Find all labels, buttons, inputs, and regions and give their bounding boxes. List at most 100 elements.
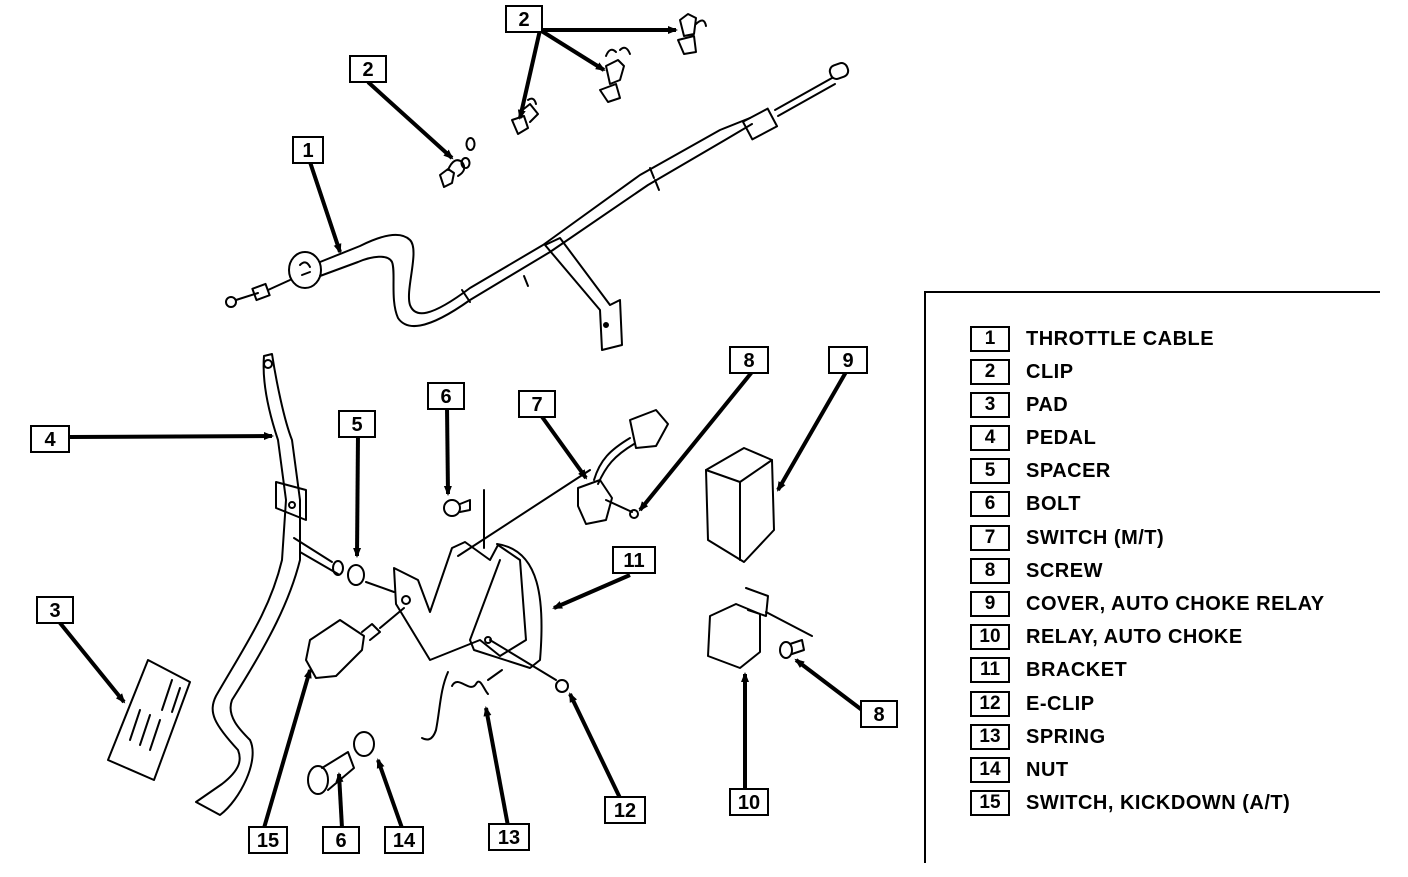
legend-label: RELAY, AUTO CHOKE [1026, 625, 1243, 648]
legend-item: 14 NUT [970, 756, 1069, 784]
legend-num: 10 [970, 624, 1010, 650]
leader-arrows [54, 26, 864, 829]
legend-item: 11 BRACKET [970, 656, 1127, 684]
arrow-14 [376, 758, 404, 829]
legend-label: THROTTLE CABLE [1026, 327, 1215, 350]
arrow-4 [69, 432, 274, 441]
arrow-6b [335, 772, 344, 829]
arrow-3 [54, 616, 126, 704]
legend-num: 13 [970, 724, 1010, 750]
arrow-2b-1 [517, 29, 542, 120]
arrow-6a [443, 406, 452, 496]
arrow-15 [262, 668, 312, 829]
pad-part [107, 659, 191, 781]
arrow-7 [538, 412, 588, 480]
arrow-2a [366, 80, 454, 160]
legend-label: SCREW [1026, 559, 1103, 582]
callout-2b: 2 [505, 5, 543, 33]
legend-item: 8 SCREW [970, 557, 1103, 585]
legend-num: 6 [970, 491, 1010, 517]
arrow-8a [638, 370, 754, 512]
legend-num: 5 [970, 458, 1010, 484]
legend-num: 12 [970, 691, 1010, 717]
legend-label: NUT [1026, 758, 1069, 781]
callout-1: 1 [292, 136, 324, 164]
legend-item: 4 PEDAL [970, 424, 1096, 452]
legend-item: 13 SPRING [970, 723, 1106, 751]
arrow-12 [568, 692, 622, 799]
legend-label: SWITCH (M/T) [1026, 526, 1165, 549]
legend-label: SWITCH, KICKDOWN (A/T) [1026, 791, 1291, 814]
spring-part [421, 669, 503, 741]
arrow-13 [483, 706, 510, 827]
legend-label: SPRING [1026, 725, 1106, 748]
callout-9: 9 [828, 346, 868, 374]
callout-2a: 2 [349, 55, 387, 83]
legend-num: 15 [970, 790, 1010, 816]
legend-label: PEDAL [1026, 426, 1097, 449]
legend-label: BRACKET [1026, 658, 1128, 681]
legend-num: 3 [970, 392, 1010, 418]
relay-cover-part [705, 447, 775, 563]
legend-item: 10 RELAY, AUTO CHOKE [970, 623, 1243, 651]
callout-14: 14 [384, 826, 424, 854]
legend-item: 9 COVER, AUTO CHOKE RELAY [970, 590, 1325, 618]
spacer-part [347, 564, 365, 586]
legend-num: 11 [970, 657, 1010, 683]
legend-label: BOLT [1026, 492, 1081, 515]
legend-item: 12 E-CLIP [970, 690, 1095, 718]
relay-part [707, 587, 813, 669]
callout-7: 7 [518, 390, 556, 418]
parts-legend: 1 THROTTLE CABLE 2 CLIP 3 PAD 4 PEDAL 5 SPACE… [924, 291, 1380, 863]
legend-item: 7 SWITCH (M/T) [970, 524, 1164, 552]
arrow-9 [776, 371, 848, 492]
legend-label: CLIP [1026, 360, 1074, 383]
callout-4: 4 [30, 425, 70, 453]
arrow-2b-2 [538, 28, 606, 72]
legend-item: 15 SWITCH, KICKDOWN (A/T) [970, 789, 1290, 817]
throttle-cable-part [225, 62, 850, 351]
switch-mt-part [577, 409, 669, 525]
legend-num: 8 [970, 558, 1010, 584]
legend-item: 1 THROTTLE CABLE [970, 325, 1214, 353]
legend-num: 9 [970, 591, 1010, 617]
legend-item: 3 PAD [970, 391, 1068, 419]
legend-num: 14 [970, 757, 1010, 783]
callout-15: 15 [248, 826, 288, 854]
callout-8b: 8 [860, 700, 898, 728]
legend-label: SPACER [1026, 459, 1111, 482]
legend-num: 7 [970, 525, 1010, 551]
arrow-11 [552, 573, 631, 610]
legend-num: 2 [970, 359, 1010, 385]
callout-12: 12 [604, 796, 646, 824]
legend-item: 2 CLIP [970, 358, 1074, 386]
bolt-upper-part [443, 499, 471, 517]
pedal-part [195, 353, 344, 816]
callout-10: 10 [729, 788, 769, 816]
callout-13: 13 [488, 823, 530, 851]
bolt-lower-part [307, 751, 355, 795]
legend-num: 4 [970, 425, 1010, 451]
callout-3: 3 [36, 596, 74, 624]
arrow-5 [353, 433, 362, 558]
legend-label: PAD [1026, 393, 1069, 416]
callout-6a: 6 [427, 382, 465, 410]
callout-8a: 8 [729, 346, 769, 374]
callout-11: 11 [612, 546, 656, 574]
callout-5: 5 [338, 410, 376, 438]
legend-num: 1 [970, 326, 1010, 352]
arrow-1 [308, 161, 342, 254]
clip-parts [439, 13, 707, 188]
e-clip-part [555, 679, 569, 693]
legend-label: E-CLIP [1026, 692, 1095, 715]
legend-item: 6 BOLT [970, 490, 1081, 518]
legend-item: 5 SPACER [970, 457, 1111, 485]
legend-label: COVER, AUTO CHOKE RELAY [1026, 592, 1325, 615]
kickdown-switch-part [305, 607, 405, 679]
arrow-8b [794, 658, 864, 712]
callout-6b: 6 [322, 826, 360, 854]
bracket-part [365, 469, 591, 681]
nut-part [353, 731, 375, 757]
